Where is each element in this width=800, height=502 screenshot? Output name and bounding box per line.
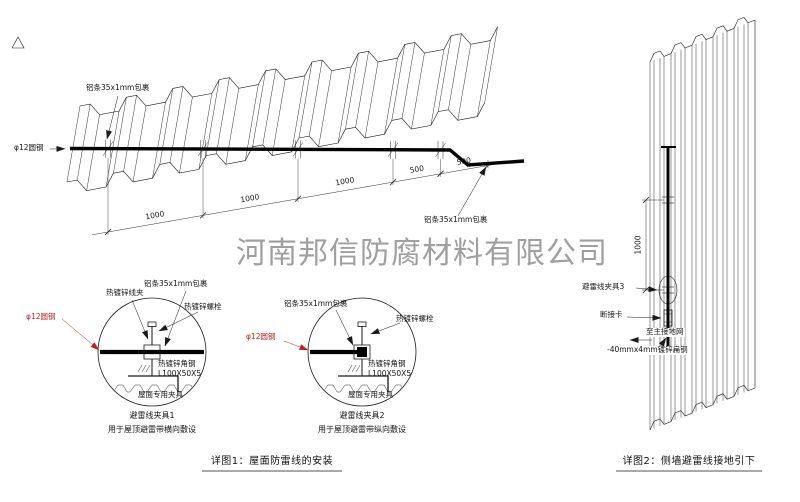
roof-dimension-line bbox=[91, 162, 506, 236]
wall-down-conductor bbox=[658, 146, 678, 347]
roof-lightning-conductor bbox=[69, 139, 525, 235]
leader-lines bbox=[49, 95, 667, 351]
detail-circle-2 bbox=[307, 297, 417, 407]
roof-corrugated-sheet bbox=[66, 26, 498, 192]
side-wall-corrugated bbox=[649, 17, 756, 431]
company-watermark: 河南邦信防腐材料有限公司 bbox=[236, 236, 608, 271]
detail-circle-1 bbox=[97, 297, 207, 407]
wall-dimension-line bbox=[642, 196, 664, 294]
caption-rules bbox=[11, 36, 762, 472]
